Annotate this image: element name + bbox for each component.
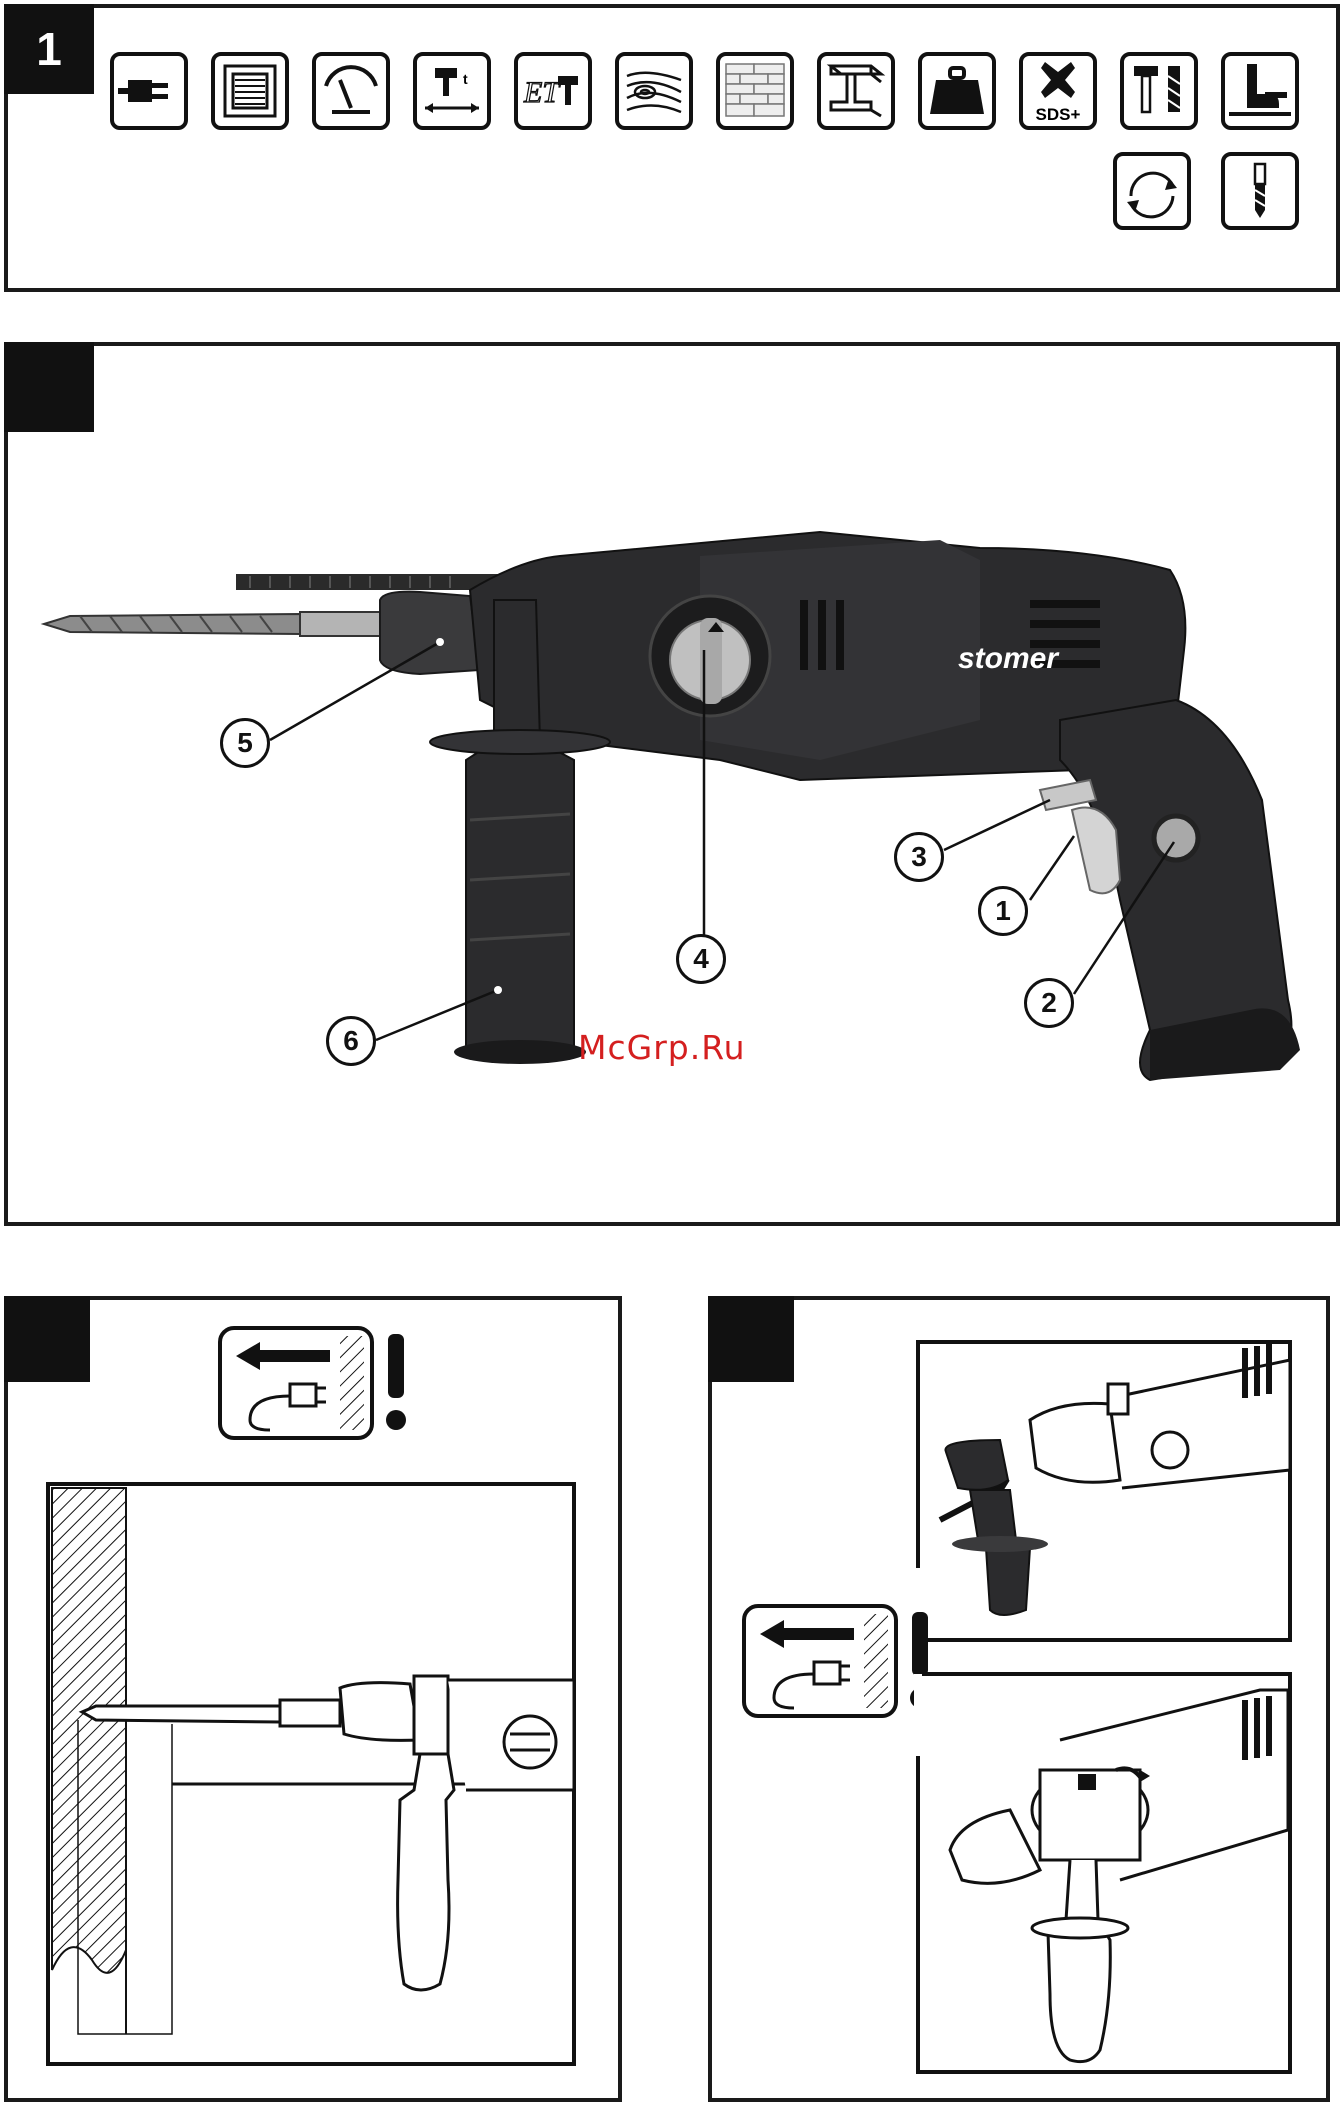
unplug-warning-icon bbox=[744, 1606, 930, 1716]
